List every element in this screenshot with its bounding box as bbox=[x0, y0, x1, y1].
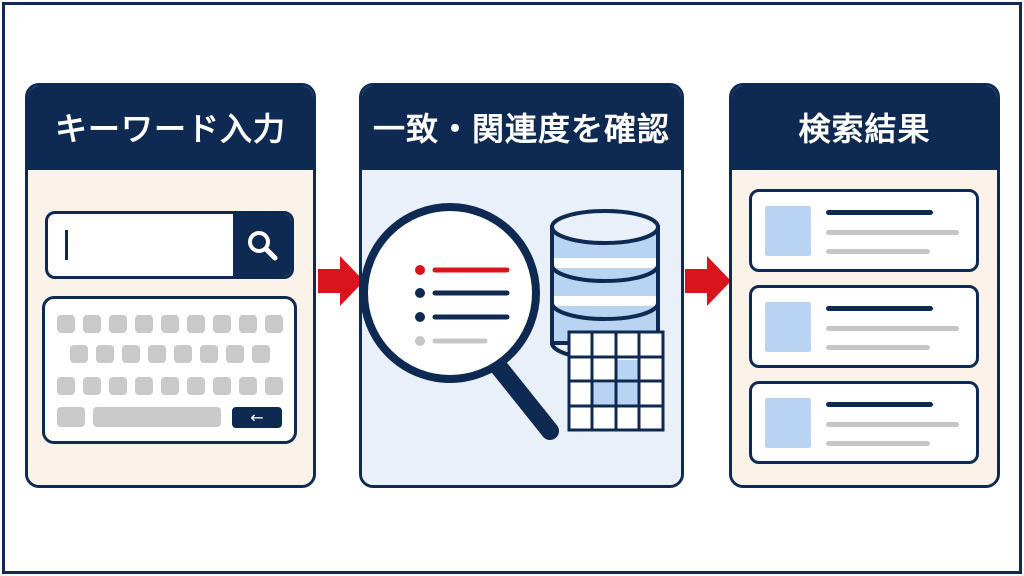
keyboard-key bbox=[57, 407, 85, 427]
arrow-right-icon bbox=[685, 256, 731, 306]
database-icon bbox=[550, 209, 660, 361]
result-card bbox=[749, 189, 979, 272]
keyboard-key bbox=[161, 315, 179, 333]
result-text-line bbox=[826, 345, 930, 350]
result-title-line bbox=[826, 402, 933, 407]
result-card bbox=[749, 285, 979, 368]
panel-title-keyword-input: キーワード入力 bbox=[28, 86, 313, 170]
keyboard-key bbox=[161, 377, 179, 395]
grid-table-icon bbox=[567, 330, 665, 432]
search-button bbox=[233, 214, 291, 276]
keyboard-key bbox=[96, 345, 114, 363]
keyboard-key bbox=[83, 377, 101, 395]
result-text-line bbox=[826, 422, 959, 427]
result-card bbox=[749, 381, 979, 464]
keyboard-key bbox=[135, 315, 153, 333]
search-icon bbox=[248, 231, 278, 261]
keyboard-key bbox=[187, 377, 205, 395]
keyboard-key bbox=[148, 345, 166, 363]
result-thumbnail bbox=[765, 302, 811, 352]
result-thumbnail bbox=[765, 398, 811, 448]
keyboard-key bbox=[252, 345, 270, 363]
keyboard-key bbox=[239, 377, 257, 395]
magnifier-icon bbox=[360, 203, 559, 440]
keyboard-key bbox=[213, 315, 231, 333]
keyboard-key bbox=[122, 345, 140, 363]
arrow-right-icon bbox=[318, 256, 364, 306]
result-text-line bbox=[826, 249, 930, 254]
keyboard-key bbox=[213, 377, 231, 395]
keyboard-key bbox=[174, 345, 192, 363]
text-caret bbox=[65, 230, 68, 260]
result-text-line bbox=[826, 326, 959, 331]
keyboard-key bbox=[239, 315, 257, 333]
panel-title-match-relevance: 一致・関連度を確認 bbox=[362, 86, 681, 170]
keyboard-key bbox=[226, 345, 244, 363]
relevance-illustration bbox=[360, 203, 665, 440]
keyboard-key bbox=[109, 315, 127, 333]
keyboard-key bbox=[135, 377, 153, 395]
result-title-line bbox=[826, 306, 933, 311]
result-thumbnail bbox=[765, 206, 811, 256]
keyboard-key bbox=[70, 345, 88, 363]
search-box bbox=[45, 211, 294, 279]
keyboard-key bbox=[200, 345, 218, 363]
keyboard: ← bbox=[42, 296, 297, 444]
keyboard-spacebar bbox=[93, 407, 221, 427]
result-text-line bbox=[826, 441, 930, 446]
keyboard-key bbox=[83, 315, 101, 333]
result-text-line bbox=[826, 230, 959, 235]
panel-title-search-results: 検索結果 bbox=[732, 86, 997, 170]
keyboard-key bbox=[109, 377, 127, 395]
keyboard-key bbox=[187, 315, 205, 333]
keyboard-key bbox=[57, 377, 75, 395]
enter-key: ← bbox=[232, 407, 282, 428]
keyboard-key bbox=[57, 315, 75, 333]
keyboard-key bbox=[265, 315, 283, 333]
result-title-line bbox=[826, 210, 933, 215]
keyboard-key bbox=[265, 377, 283, 395]
